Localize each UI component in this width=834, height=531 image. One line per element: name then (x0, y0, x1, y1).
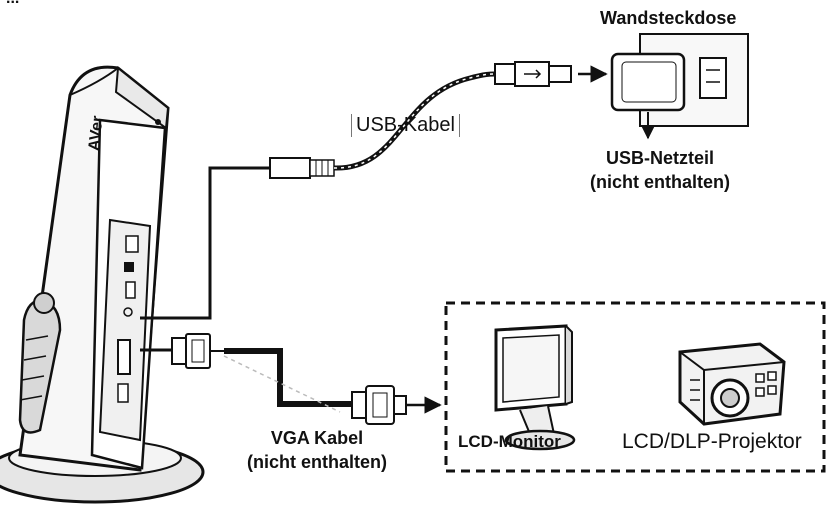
projector-label: LCD/DLP-Projektor (622, 430, 802, 453)
title-fragment: ... (6, 0, 19, 8)
document-camera (0, 65, 205, 504)
vga-cable-label: VGA Kabel (270, 428, 364, 448)
display-devices-box (444, 301, 826, 473)
usb-power-adapter-label: USB-Netzteil (605, 148, 714, 168)
vga-cable-note: (nicht enthalten) (247, 452, 387, 472)
usb-power-adapter-note: (nicht enthalten) (590, 172, 730, 192)
lcd-monitor (494, 324, 576, 451)
lcd-monitor-label: LCD-Monitor (458, 432, 561, 451)
projector (678, 342, 786, 426)
usb-cable (140, 61, 608, 320)
camera-logo: AVer (86, 114, 107, 152)
wall-outlet-label: Wandsteckdose (600, 8, 737, 28)
usb-power-adapter (610, 52, 686, 140)
vga-cable (140, 333, 442, 425)
usb-cable-label: USB-Kabel (351, 114, 460, 137)
